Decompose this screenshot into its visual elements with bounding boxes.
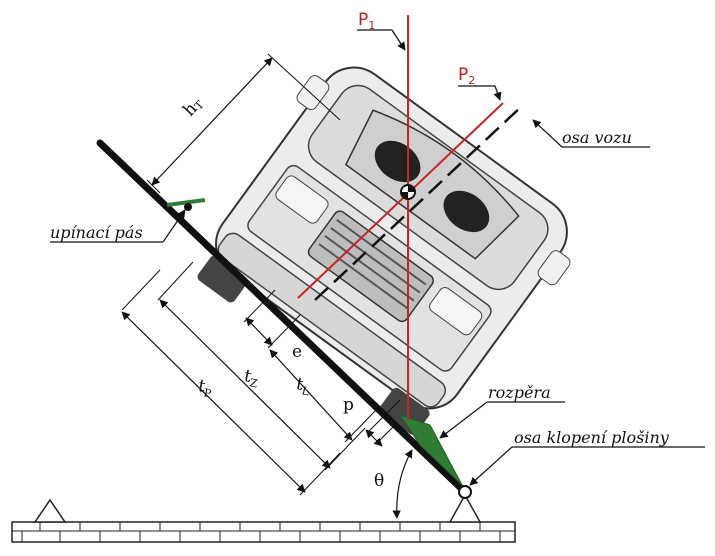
label-osa-vozu: osa vozu: [562, 128, 632, 147]
cog-marker-icon: [400, 184, 416, 200]
dim-ht-line: [151, 57, 273, 186]
label-tp: tP: [196, 376, 215, 401]
axis-p2: [297, 102, 504, 299]
label-osa-klopeni: osa klopení plošiny: [514, 428, 670, 447]
label-p2: P2: [458, 65, 475, 87]
tie-down-strap: [166, 198, 206, 207]
triangle-support-icon: [33, 498, 67, 523]
label-ht: hT: [179, 93, 207, 121]
dim-tp-line: [121, 311, 306, 493]
ground-rail: [11, 521, 516, 543]
label-p1: P1: [358, 10, 375, 32]
dim-tl-line: [269, 349, 353, 441]
label-e: e: [292, 342, 302, 362]
triangle-support-icon: [448, 493, 482, 523]
label-upinaci-pas: upínací pás: [50, 223, 143, 242]
strut: [398, 414, 463, 486]
circle-pivot-icon: [458, 485, 472, 499]
label-theta: θ: [374, 471, 384, 491]
label-tl: tL: [294, 374, 313, 399]
label-rozpera: rozpěra: [488, 383, 551, 402]
label-p: p: [343, 395, 354, 415]
strap-anchor: [184, 203, 192, 211]
label-tz: tZ: [242, 366, 261, 391]
car-axis: [314, 104, 524, 301]
dim-p-line: [365, 429, 383, 447]
angle-theta-arc: [392, 449, 413, 519]
dim-e-line: [245, 317, 273, 346]
